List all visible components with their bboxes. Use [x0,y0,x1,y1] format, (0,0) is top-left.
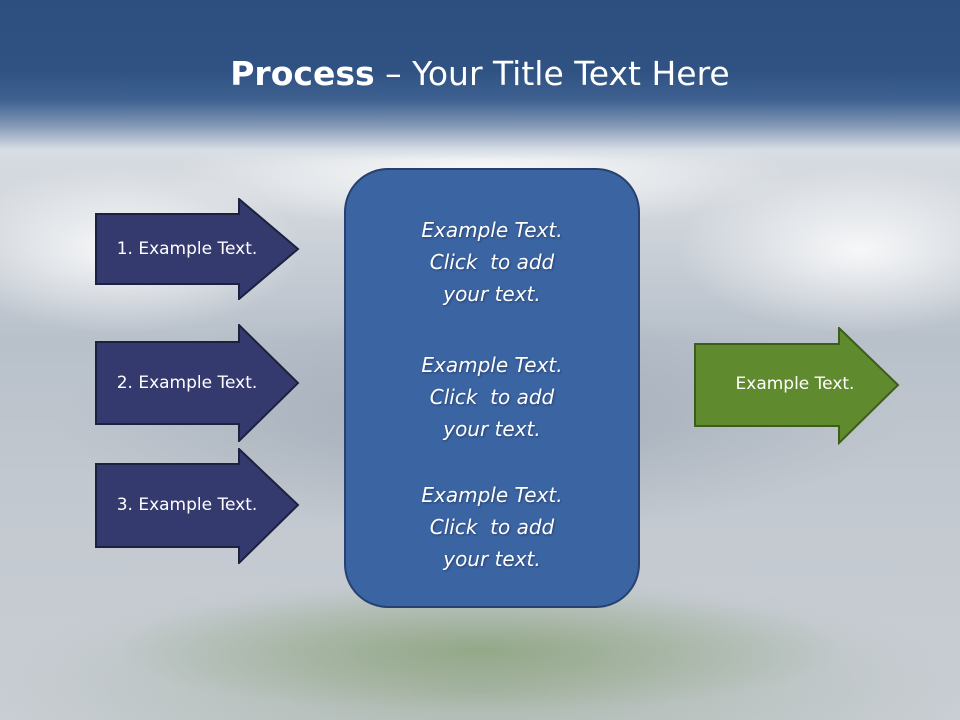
right-arrow-shape [694,327,900,445]
left-arrow-label-2: 2. Example Text. [116,373,258,393]
arrow-shape-1 [95,198,300,300]
left-arrow-1: 1. Example Text. [95,198,300,300]
slide-title: Process – Your Title Text Here [0,52,960,96]
center-text-3-line-1: Example Text. [421,483,563,507]
center-text-2-line-3: your text. [443,417,541,441]
left-arrow-2: 2. Example Text. [95,324,300,442]
center-text-1-line-2: Click to add [429,250,555,274]
right-arrow: Example Text. [694,327,900,445]
left-arrow-3: 3. Example Text. [95,448,300,564]
center-text-3-line-2: Click to add [429,515,555,539]
title-separator: – [374,54,413,93]
left-arrow-label-3: 3. Example Text. [116,495,258,515]
center-text-1-line-3: your text. [443,282,541,306]
title-rest: Your Title Text Here [412,54,730,93]
center-text-2-line-1: Example Text. [421,353,563,377]
left-arrow-label-1: 1. Example Text. [116,239,258,259]
center-text-block-1: Example Text. Click to add your text. [346,214,638,310]
right-arrow-label: Example Text. [735,374,855,394]
title-bold: Process [230,54,375,93]
center-text-2-line-2: Click to add [429,385,555,409]
center-box: Example Text. Click to add your text. Ex… [344,168,640,608]
center-text-1-line-1: Example Text. [421,218,563,242]
center-text-block-3: Example Text. Click to add your text. [346,479,638,575]
arrow-shape-3 [95,448,300,564]
title-band [0,0,960,160]
center-text-block-2: Example Text. Click to add your text. [346,349,638,445]
center-text-3-line-3: your text. [443,547,541,571]
arrow-shape-2 [95,324,300,442]
